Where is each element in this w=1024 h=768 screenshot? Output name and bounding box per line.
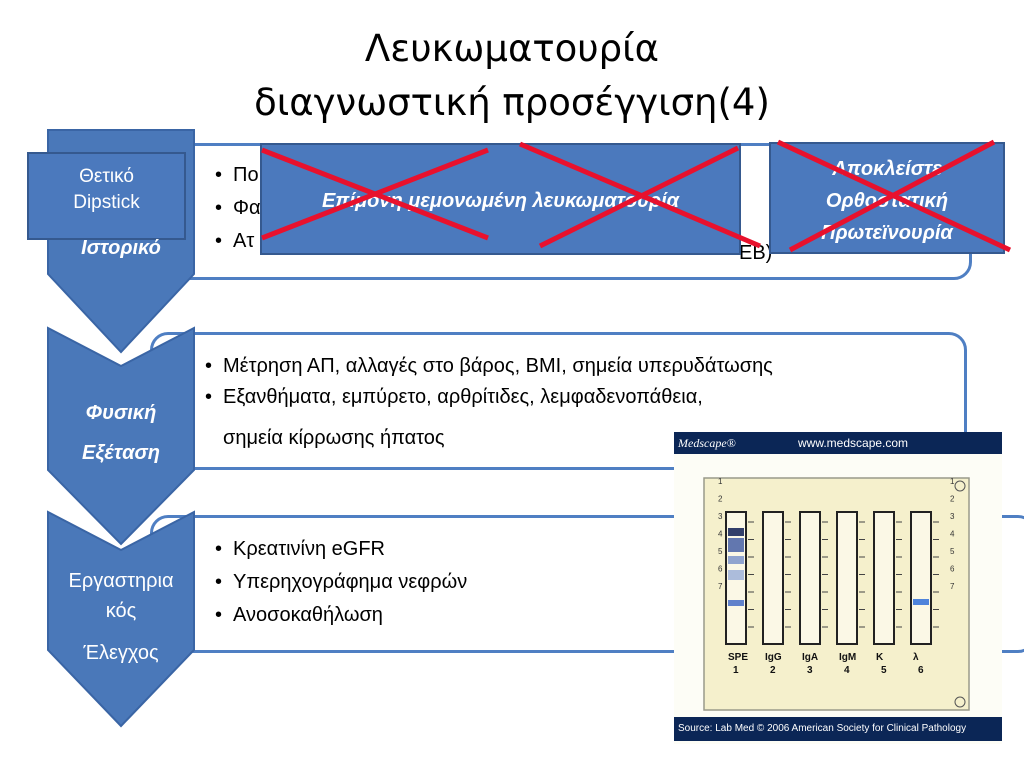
slide-title-line1: Λευκωματουρία	[364, 27, 660, 70]
isolated-proteinuria-box: Επίμονη μεμονωμένη λευκωματουρία	[260, 143, 741, 255]
history-list: Πο Φα Ατ	[211, 162, 261, 255]
lab-label-line3: Έλεγχος	[83, 642, 159, 664]
lab-stage-label: Εργαστηρια κός Έλεγχος	[46, 566, 196, 668]
gel-lane	[799, 511, 821, 645]
gel-band	[728, 600, 744, 606]
physical-label-line2: Εξέταση	[82, 442, 160, 464]
gel-corner-mark	[954, 480, 966, 492]
gel-lane-label: SPE	[728, 652, 748, 663]
gel-lane-label: IgG	[765, 652, 782, 663]
medscape-header-bar: Medscape® www.medscape.com	[674, 432, 1002, 454]
physical-item-continuation: σημεία κίρρωσης ήπατος	[223, 427, 445, 449]
dipstick-box: Θετικό Dipstick	[27, 152, 186, 240]
list-item: Εξανθήματα, εμπύρετο, αρθρίτιδες, λεμφαδ…	[201, 384, 961, 411]
gel-lane-label: λ	[913, 652, 919, 663]
gel-band	[728, 556, 744, 564]
list-item: Μέτρηση ΑΠ, αλλαγές στο βάρος, BMI, σημε…	[201, 353, 961, 380]
history-stage-label: Ιστορικό	[81, 237, 161, 259]
gel-band	[728, 538, 744, 552]
gel-row-number: 3	[718, 512, 723, 521]
list-item: Πο	[211, 162, 261, 189]
medscape-source-bar: Source: Lab Med © 2006 American Society …	[674, 717, 1002, 741]
slide-title-line2: διαγνωστική προσέγγιση(4)	[254, 81, 770, 124]
orthostatic-line1: Αποκλείστε	[832, 158, 942, 180]
gel-lane-number: 4	[844, 665, 850, 676]
gel-row-number: 6	[950, 565, 955, 574]
gel-lane	[762, 511, 784, 645]
gel-lane-label: IgM	[839, 652, 856, 663]
gel-row-number: 7	[718, 582, 723, 591]
gel-row-number: 4	[950, 530, 955, 539]
orthostatic-line3: Πρωτεϊνουρία	[821, 222, 953, 244]
gel-row-number: 1	[718, 477, 723, 486]
gel-lane-number: 6	[918, 665, 924, 676]
list-item: Υπερηχογράφημα νεφρών	[211, 569, 467, 596]
list-item: Φα	[211, 195, 261, 222]
history-overflow-text: ΕΒ)	[739, 242, 773, 264]
gel-row-number: 2	[718, 495, 723, 504]
red-cross-left	[261, 147, 489, 241]
medscape-source-text: Source: Lab Med © 2006 American Society …	[678, 723, 967, 734]
gel-row-number: 5	[718, 547, 723, 556]
physical-label-line1: Φυσική	[85, 402, 157, 424]
immunofixation-image: Medscape® www.medscape.com 1 1 2 2 3 3 4 4 5 5 6 6 7…	[674, 432, 1002, 744]
gel-row-number: 1	[950, 477, 955, 486]
gel-band	[728, 528, 744, 536]
gel-row-number: 4	[718, 530, 723, 539]
red-cross-right	[776, 139, 1012, 253]
physical-chevron	[47, 326, 195, 546]
gel-lane-number: 2	[770, 665, 776, 676]
lab-label-line1: Εργαστηρια	[68, 570, 174, 592]
gel-row-number: 7	[950, 582, 955, 591]
gel-lane-label: IgA	[802, 652, 818, 663]
physical-panel: Μέτρηση ΑΠ, αλλαγές στο βάρος, BMI, σημε…	[150, 332, 967, 470]
dipstick-line1: Θετικό	[79, 166, 134, 187]
lab-chevron	[47, 510, 195, 728]
list-item: Ανοσοκαθήλωση	[211, 602, 467, 629]
lab-list: Κρεατινίνη eGFR Υπερηχογράφημα νεφρών Αν…	[211, 536, 467, 629]
gel-row-number: 5	[950, 547, 955, 556]
gel-lane-label: K	[876, 652, 884, 663]
lab-label-line2: κός	[105, 600, 137, 622]
gel-lane	[910, 511, 932, 645]
gel-row-number: 3	[950, 512, 955, 521]
gel-band	[728, 570, 744, 580]
gel-lane-number: 1	[733, 665, 739, 676]
gel-corner-mark	[954, 696, 966, 708]
gel-band	[913, 599, 929, 605]
gel-lane	[873, 511, 895, 645]
red-cross-middle	[519, 141, 761, 249]
medscape-url: www.medscape.com	[798, 436, 909, 450]
medscape-logo: Medscape®	[678, 436, 736, 450]
gel-lane-number: 3	[807, 665, 813, 676]
gel-row-number: 6	[718, 565, 723, 574]
physical-list: Μέτρηση ΑΠ, αλλαγές στο βάρος, BMI, σημε…	[201, 353, 961, 411]
slide-title: Λευκωματουρία διαγνωστική προσέγγιση(4)	[0, 22, 1024, 130]
physical-stage-label: Φυσική Εξέταση	[46, 396, 196, 470]
list-item: Ατ	[211, 228, 261, 255]
list-item: Κρεατινίνη eGFR	[211, 536, 467, 563]
dipstick-line2: Dipstick	[73, 192, 140, 213]
gel-lane	[836, 511, 858, 645]
gel-lane-number: 5	[881, 665, 887, 676]
gel-row-number: 2	[950, 495, 955, 504]
